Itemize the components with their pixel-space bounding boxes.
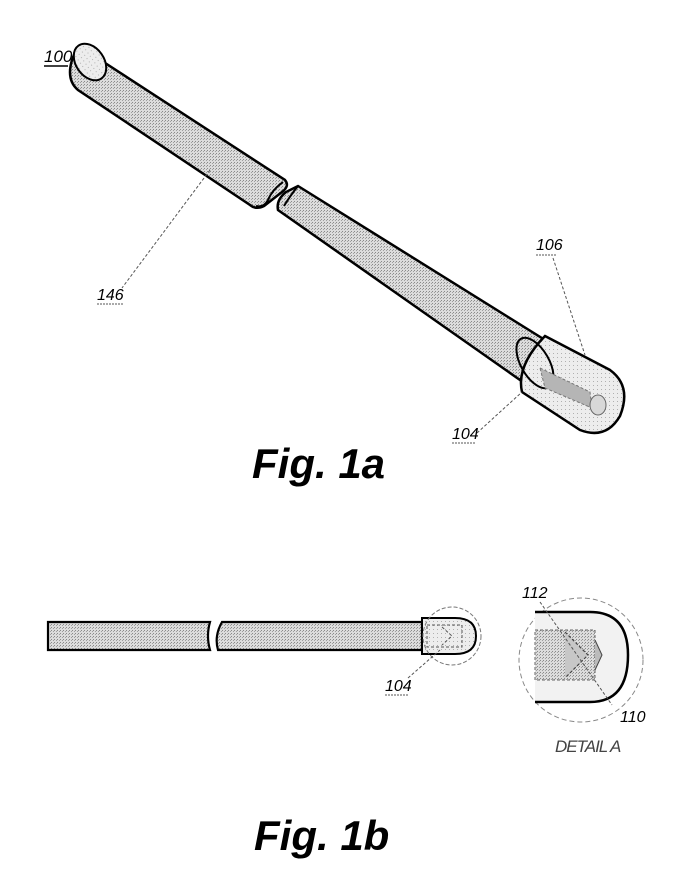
- shaft-upper-segment: [68, 42, 289, 209]
- shaft-side-right: [215, 620, 424, 652]
- label-110: 110: [620, 709, 646, 726]
- shaft-lower-segment: [276, 184, 547, 382]
- leader-104b: [407, 649, 441, 679]
- figure-1a: 100 146 106 104 Fig. 1a: [44, 42, 626, 487]
- shaft-side-left: [46, 620, 212, 652]
- leader-146: [121, 169, 211, 289]
- leader-112-110: [539, 601, 613, 706]
- caption-fig-1b: Fig. 1b: [254, 812, 389, 859]
- leader-104a: [476, 391, 523, 434]
- label-100: 100: [44, 47, 73, 66]
- tip-side-view: [421, 606, 482, 666]
- label-146: 146: [97, 287, 124, 304]
- detail-a-view: [518, 597, 644, 723]
- detail-a-caption: DETAIL A: [555, 737, 621, 756]
- leader-106: [552, 257, 586, 356]
- label-104-1a: 104: [452, 426, 479, 443]
- label-112: 112: [522, 585, 548, 602]
- tip-sleeve: [515, 334, 626, 435]
- label-104-1b: 104: [385, 678, 412, 695]
- detail-circle-marker: [422, 606, 482, 666]
- label-106: 106: [536, 237, 563, 254]
- figure-1b: 104 112 110 DETAIL A Fig. 1b: [46, 585, 646, 859]
- caption-fig-1a: Fig. 1a: [252, 440, 385, 487]
